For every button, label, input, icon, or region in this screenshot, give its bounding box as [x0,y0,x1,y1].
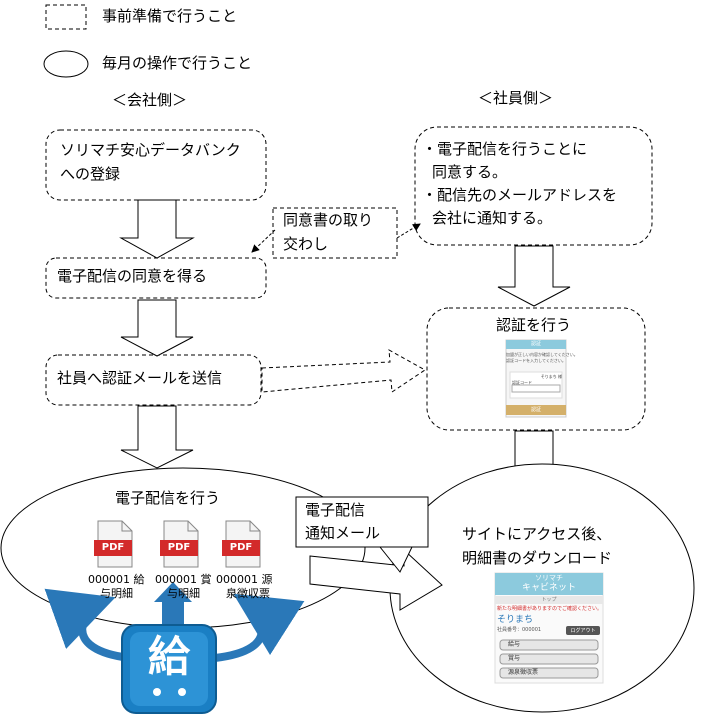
notify-text-2: 会社に通知する。 [432,209,553,227]
agree-box [414,126,653,246]
register-text-1: ソリマチ安心データバンク [60,141,241,159]
auth-screen-line1: 加盟が正しい内容か確認してください。 [506,352,578,357]
app-icon-dot-right [178,688,186,696]
auth-screen-line2: 認証コードを入力してください。 [506,358,566,363]
pdf-icon-bonus [160,520,199,568]
portal-menu-bonus[interactable]: 賞与 [508,655,521,662]
legend-dashed-swatch [45,4,87,30]
legend-ellipse-swatch [43,50,89,78]
pdf-label-withholding-2: 泉徴収票 [226,587,270,600]
portal-notice: 新たな明細書がありますのでご確認ください。 [497,606,603,612]
auth-screen-title: 認証 [530,341,541,347]
exchange-text-1: 同意書の取り [283,211,374,229]
kyuyo-app-icon-glyph: 給 [147,632,190,681]
pdf-label-salary-1: 000001 給 [88,573,145,586]
pdf-icon-withholding [222,520,261,568]
notice-text-2: 通知メール [305,524,381,542]
auth-screen-name: そりまち 様 [540,374,562,379]
exchange-box [272,207,398,259]
portal-title-2: キャビネット [521,583,576,593]
auth-screen-thumbnail [505,339,567,418]
up-arrow-shaft [162,600,184,630]
exchange-text-2: 交わし [283,235,329,253]
agree-text-2: 同意する。 [432,163,508,181]
agree-text-1: ・電子配信を行うことに [422,140,588,158]
register-text-2: への登録 [60,165,121,183]
download-text-2: 明細書のダウンロード [462,549,613,567]
pdf-badge-withholding: PDF [229,542,253,553]
pdf-badge-bonus: PDF [167,542,191,553]
exchange-arrow-right [396,223,421,239]
portal-screen-thumbnail [494,572,604,684]
up-arrow-head [154,582,192,602]
pdf-badge-salary: PDF [101,542,125,553]
portal-menu-salary[interactable]: 給与 [508,641,521,648]
auth-screen-button: 認証 [530,407,541,413]
consent-text: 電子配信の同意を得る [57,267,208,285]
curved-arrow-left [44,588,131,662]
portal-sub: トップ [541,597,557,603]
download-text-1: サイトにアクセス後、 [462,525,612,543]
curved-arrow-right [214,593,305,662]
auth-title: 認証を行う [496,316,572,334]
down-arrow-4 [497,245,571,307]
notify-text-1: ・配信先のメールアドレスを [422,186,618,204]
company-column-header: ＜会社側＞ [112,91,188,109]
auth-screen-code-label: 認証コード [512,380,532,385]
notice-text-1: 電子配信 [305,501,366,519]
portal-user: そりまち [497,615,534,625]
down-arrow-2 [120,299,194,357]
pdf-icon-salary [94,520,133,568]
portal-title-1: ソリマチ [535,574,563,582]
down-arrow-3 [120,405,194,469]
pdf-label-bonus-1: 000001 賞 [155,573,212,586]
pdf-label-withholding-1: 000001 源 [216,573,273,586]
legend-preparation-label: 事前準備で行うこと [102,7,238,25]
exchange-arrow-left [251,229,276,253]
portal-menu-withholding[interactable]: 源泉徴収票 [508,669,539,676]
pdf-label-salary-2: 与明細 [100,587,133,600]
portal-logout-button[interactable]: ログアウト [570,628,596,634]
portal-user-sub: 社員番号：000001 [497,627,542,633]
send-mail-box [45,354,262,406]
app-icon-dot-left [153,688,161,696]
mail-to-auth-arrow [261,349,426,393]
employee-column-header: ＜社員側＞ [478,89,554,107]
notice-callout-tail [378,546,413,573]
send-mail-text: 社員へ認証メールを送信 [57,369,223,387]
deliver-title: 電子配信を行う [115,489,221,507]
kyuyo-app-icon-inner [130,632,208,706]
pdf-label-bonus-2: 与明細 [167,587,200,600]
legend-monthly-label: 毎月の操作で行うこと [102,54,253,72]
notice-box [295,496,429,548]
down-arrow-1 [119,199,195,259]
